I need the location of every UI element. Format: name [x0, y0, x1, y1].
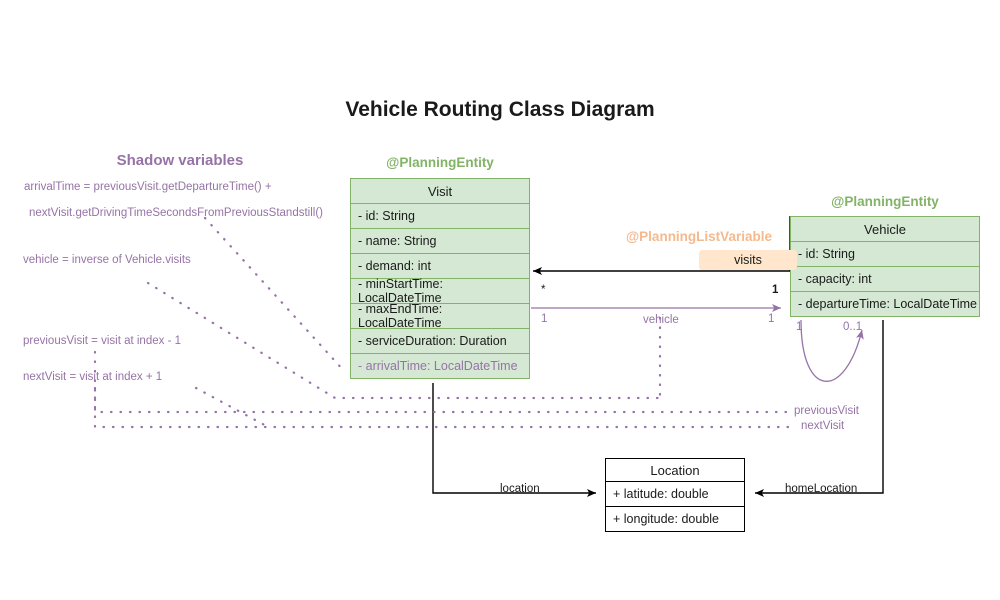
visits-target-multiplicity: * [541, 284, 546, 296]
vehicle-attribute-id: - id: String [790, 241, 980, 267]
vehicle-stereotype: @PlanningEntity [831, 194, 939, 209]
nextvisit-edge-label: nextVisit [801, 420, 845, 432]
visit-stereotype: @PlanningEntity [386, 155, 494, 170]
shadow-note-arrivaltime-line1: arrivalTime = previousVisit.getDeparture… [24, 181, 272, 193]
location-class-name: Location [605, 458, 745, 482]
self-loop-source-multiplicity: 1 [796, 321, 803, 333]
self-loop-target-multiplicity: 0..1 [843, 321, 863, 333]
visits-source-multiplicity: 1 [772, 284, 779, 296]
visit-attribute-demand: - demand: int [350, 253, 530, 279]
location-attribute-longitude: + longitude: double [605, 506, 745, 532]
class-box-visit[interactable]: Visit - id: String - name: String - dema… [350, 178, 530, 379]
vehicle-attribute-departuretime: - departureTime: LocalDateTime [790, 291, 980, 317]
visit-attribute-arrivaltime: - arrivalTime: LocalDateTime [350, 353, 530, 379]
visit-attribute-minstarttime: - minStartTime: LocalDateTime [350, 277, 530, 305]
shadow-note-previousvisit: previousVisit = visit at index - 1 [23, 335, 181, 347]
visit-attribute-name: - name: String [350, 228, 530, 254]
edge-location [432, 383, 596, 497]
page-title: Vehicle Routing Class Diagram [345, 98, 655, 121]
vehicle-source-multiplicity: 1 [541, 313, 548, 325]
visits-annotation-chip: visits [699, 250, 797, 270]
previousvisit-edge-label: previousVisit [794, 405, 859, 417]
visit-class-name: Visit [350, 178, 530, 204]
visit-attribute-serviceduration: - serviceDuration: Duration [350, 328, 530, 354]
vehicle-attribute-capacity: - capacity: int [790, 266, 980, 292]
vehicle-target-multiplicity: 1 [768, 313, 775, 325]
visit-attribute-id: - id: String [350, 203, 530, 229]
class-box-vehicle[interactable]: Vehicle - id: String - capacity: int - d… [790, 216, 980, 317]
homelocation-edge-label: homeLocation [785, 483, 858, 495]
shadow-note-vehicle: vehicle = inverse of Vehicle.visits [23, 254, 191, 266]
location-edge-label: location [500, 483, 540, 495]
class-box-location[interactable]: Location + latitude: double + longitude:… [605, 458, 745, 532]
shadow-variables-heading: Shadow variables [116, 152, 244, 169]
shadow-note-arrivaltime-line2: nextVisit.getDrivingTimeSecondsFromPrevi… [29, 207, 323, 219]
vehicle-class-name: Vehicle [790, 216, 980, 242]
vehicle-edge-label: vehicle [643, 314, 679, 326]
location-attribute-latitude: + latitude: double [605, 481, 745, 507]
planning-list-variable-stereotype: @PlanningListVariable [626, 229, 772, 244]
shadow-note-nextvisit: nextVisit = visit at index + 1 [23, 371, 163, 383]
visit-attribute-maxendtime: - maxEndTime: LocalDateTime [350, 302, 530, 330]
